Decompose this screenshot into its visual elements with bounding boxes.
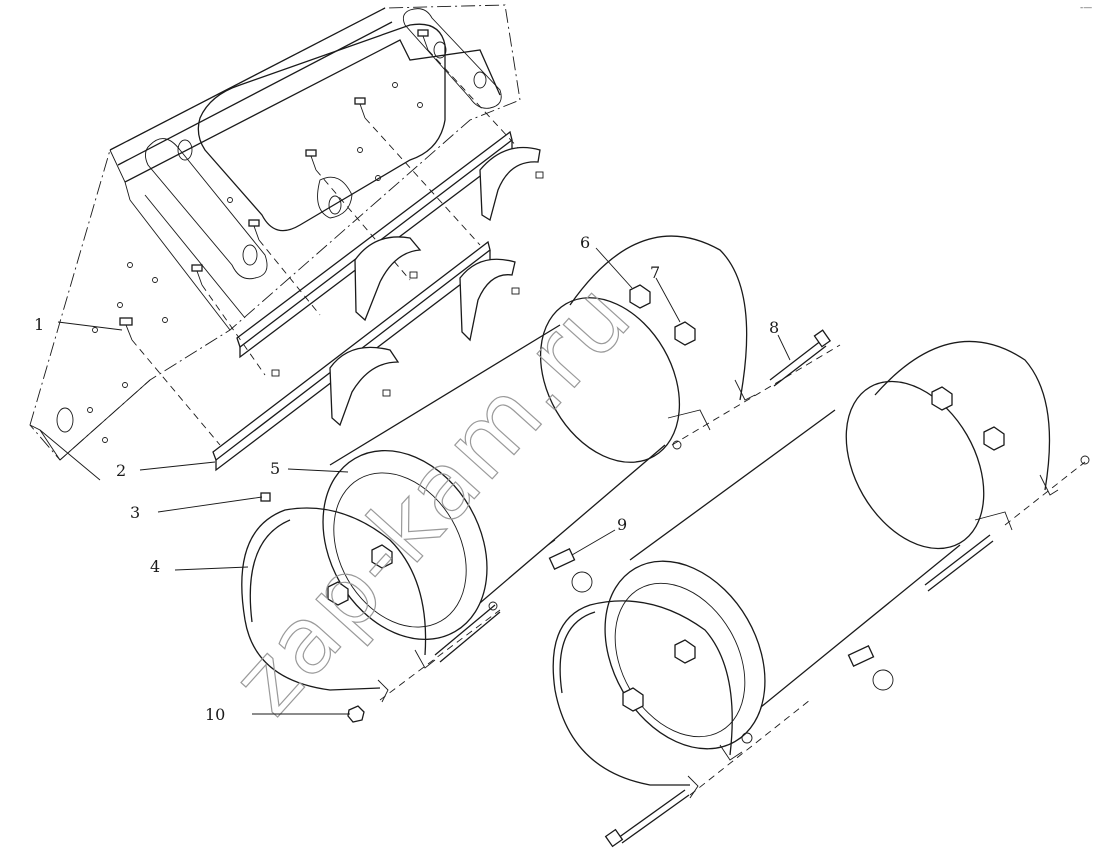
watermark-logo: zap-kam.ru: [211, 262, 653, 736]
callout-8: 8: [769, 318, 779, 337]
tank-brackets: [271, 146, 544, 427]
drain-valve: [547, 539, 593, 593]
callout-7: 7: [650, 263, 660, 282]
air-tank-lower: [552, 340, 1090, 848]
callout-labels: 1 2 3 4 5 6 7 8 9 10: [34, 233, 779, 724]
callout-2: 2: [116, 461, 126, 480]
callout-3: 3: [130, 503, 140, 522]
svg-text:zap-kam.ru: zap-kam.ru: [212, 262, 652, 734]
callout-9: 9: [617, 515, 627, 534]
long-bolt: [769, 329, 832, 387]
nut-item-3: [260, 492, 271, 502]
air-tank-upper: [322, 235, 841, 641]
fittings-upper: [327, 544, 393, 723]
callout-10: 10: [205, 705, 225, 724]
callout-4: 4: [150, 557, 160, 576]
tank-strap-ring: [241, 507, 501, 703]
corner-mark: -—: [1080, 3, 1092, 13]
callout-1: 1: [34, 315, 44, 334]
callout-5: 5: [270, 459, 280, 478]
callout-6: 6: [580, 233, 590, 252]
callout-leaders: [57, 247, 791, 715]
chassis-frame: [29, 4, 521, 481]
